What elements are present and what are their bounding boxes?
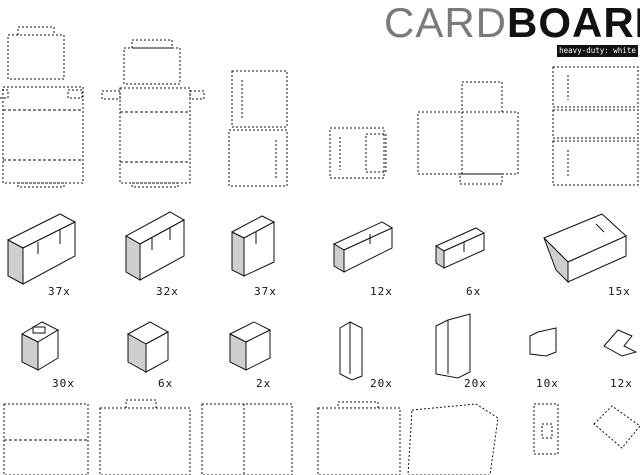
h-piece-2 (435, 313, 471, 379)
template-4 (329, 127, 387, 179)
template-bottom-6 (533, 403, 559, 455)
quantity-label: 6x (158, 377, 174, 390)
block-piece-1 (20, 321, 60, 371)
template-bottom-7 (593, 405, 640, 449)
quantity-label: 12x (610, 377, 633, 390)
u-piece (529, 327, 557, 357)
quantity-label: 20x (464, 377, 487, 390)
quantity-label: 6x (466, 285, 482, 298)
page-title: CARDBOARD (384, 0, 640, 46)
quantity-label: 15x (608, 285, 631, 298)
arrow-piece (603, 329, 638, 357)
quantity-label: 20x (370, 377, 393, 390)
template-bottom-2 (99, 399, 191, 475)
panel-piece-5 (434, 227, 486, 269)
block-piece-2 (126, 321, 170, 373)
template-5 (417, 81, 519, 185)
quantity-label: 32x (156, 285, 179, 298)
template-2 (101, 39, 205, 188)
block-piece-3 (228, 321, 272, 371)
template-bottom-5 (407, 403, 499, 475)
quantity-label: 30x (52, 377, 75, 390)
quantity-label: 12x (370, 285, 393, 298)
template-bottom-4 (317, 401, 401, 475)
title-light: CARD (384, 0, 508, 46)
template-6 (552, 66, 639, 186)
panel-piece-2 (124, 211, 186, 281)
quantity-label: 37x (254, 285, 277, 298)
title-bold: BOARD (507, 0, 640, 46)
h-piece-1 (339, 321, 363, 381)
template-bottom-3 (201, 403, 293, 475)
quantity-label: 37x (48, 285, 71, 298)
template-1 (0, 26, 84, 188)
panel-piece-3 (230, 215, 276, 277)
panel-piece-6 (543, 213, 627, 284)
quantity-label: 2x (256, 377, 272, 390)
subtitle-badge: heavy-duty: white (557, 45, 638, 57)
panel-piece-1 (6, 213, 77, 285)
template-bottom-1 (3, 403, 89, 475)
template-3 (228, 70, 288, 187)
panel-piece-4 (332, 221, 394, 273)
quantity-label: 10x (536, 377, 559, 390)
